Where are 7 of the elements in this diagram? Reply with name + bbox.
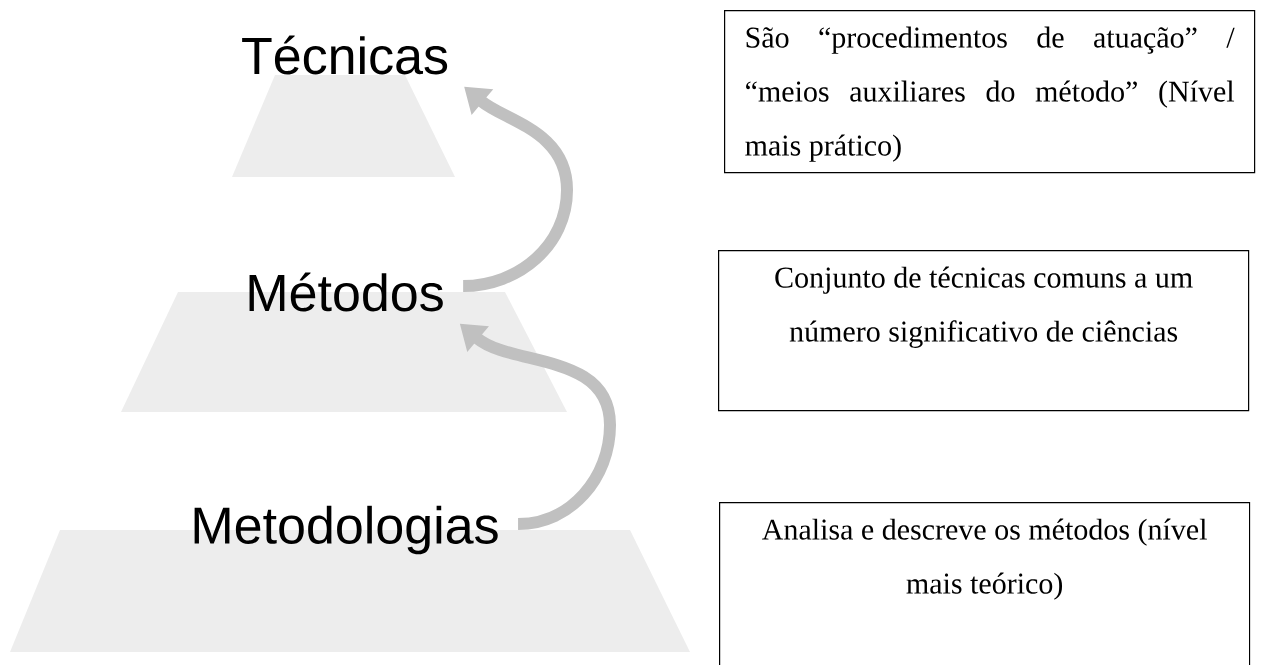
description-box: Conjunto de técnicas comuns a um número significativo de ciências [718,250,1250,412]
pyramid-level: Técnicas [232,35,455,177]
description-box: Analisa e descreve os métodos (nível mais teórico) [719,502,1251,665]
pyramid-level: Metodologias [10,505,690,652]
description-box: São “procedimentos de atuação” / “meios auxiliares do método” (Nível mais prático) [724,10,1256,174]
node-label: Técnicas [242,35,448,75]
pyramid-level: Métodos [121,272,567,412]
